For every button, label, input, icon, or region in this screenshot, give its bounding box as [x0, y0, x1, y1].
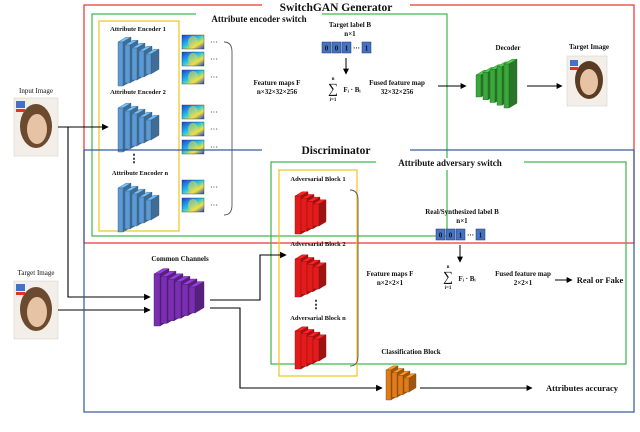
disc-sum-formula: n ∑ i=1 Fᵢ · Bᵢ: [443, 265, 476, 291]
common-channels-label: Common Channels: [151, 255, 209, 263]
generator-frame: [83, 4, 635, 244]
label-bit: 0: [325, 45, 329, 53]
label-bit: 1: [365, 45, 369, 53]
disc-label: Real/Synthesized label B: [425, 208, 499, 216]
input-flow-lines: [58, 123, 151, 314]
disc-feature-dims: n×2×2×1: [377, 279, 404, 287]
adversarial-label-2: Adversarial Block 2: [290, 241, 345, 248]
common-flow-lines: [210, 251, 383, 392]
attribute-heatmap: [181, 197, 205, 213]
encoder-stack-1: [117, 36, 160, 87]
attribute-heatmap: [181, 139, 205, 155]
heatmap-dots: ···: [210, 108, 218, 117]
adversary-switch-title: Attribute adversary switch: [398, 158, 501, 168]
adversarial-label-n: Adversarial Block n: [290, 315, 346, 322]
target-image-out: [566, 55, 608, 107]
encoder-label-n: Attribute Encoder n: [112, 170, 169, 177]
svg-text:i=1: i=1: [445, 286, 452, 291]
heatmap-dots: ···: [210, 143, 218, 152]
encoder-output-bracket: [223, 41, 233, 216]
label-bit: ···: [467, 232, 474, 240]
adversarial-stack-1: [294, 191, 327, 235]
target-image-in: [13, 280, 59, 340]
gen-feature-dims: n×32×32×256: [257, 88, 298, 96]
classification-label: Classification Block: [381, 348, 440, 356]
sigma-icon-2: ∑: [443, 270, 453, 285]
sigma-icon: ∑: [328, 82, 338, 97]
attribute-heatmap: [181, 104, 205, 120]
attribute-heatmap: [181, 69, 205, 85]
svg-text:n: n: [332, 77, 335, 82]
adversarial-stack-2: [294, 254, 327, 298]
adversarial-output-bracket: [349, 189, 359, 367]
encoder-stack-3: [117, 182, 160, 233]
heatmap-dots: ···: [210, 38, 218, 47]
target-image-in-label: Target Image: [18, 269, 55, 277]
label-bit: 0: [439, 232, 443, 240]
encoder-stack-2: [117, 102, 160, 153]
label-bit: 0: [449, 232, 453, 240]
svg-text:Fᵢ · Bᵢ: Fᵢ · Bᵢ: [458, 275, 476, 283]
label-bit: 1: [479, 232, 483, 240]
disc-fused-label: Fused feature map: [495, 270, 551, 278]
input-image-label: Input Image: [19, 87, 53, 95]
adversarial-label-1: Adversarial Block 1: [290, 176, 345, 183]
attribute-heatmap: [181, 121, 205, 137]
attribute-heatmap: [181, 34, 205, 50]
label-bit: ···: [353, 45, 360, 53]
target-image-out-label: Target Image: [569, 43, 609, 51]
gen-fused-label: Fused feature map: [369, 79, 425, 87]
svg-text:n: n: [447, 265, 450, 270]
disc-feature-maps: Feature maps F: [367, 270, 414, 278]
discriminator-title: Discriminator: [302, 145, 371, 157]
svg-text:i=1: i=1: [330, 98, 337, 103]
label-bit: 0: [335, 45, 339, 53]
generator-title: SwitchGAN Generator: [280, 2, 393, 14]
target-label-dims: n×1: [344, 30, 356, 38]
disc-label-dims: n×1: [456, 217, 468, 225]
input-image: [13, 97, 59, 157]
encoder-ellipsis: ⋮: [129, 153, 140, 165]
adversarial-group-box: [278, 169, 358, 377]
disc-fused-dims: 2×2×1: [514, 279, 533, 287]
attribute-heatmap: [181, 51, 205, 67]
encoder-group-box: [98, 20, 180, 232]
gen-sum-formula: n ∑ i=1 Fᵢ · Bᵢ: [328, 77, 361, 103]
gen-feature-maps: Feature maps F: [254, 79, 301, 87]
heatmap-dots: ···: [210, 73, 218, 82]
common-channels-layers: [153, 268, 205, 327]
attributes-accuracy-output: Attributes accuracy: [546, 383, 619, 393]
label-bit: 1: [345, 45, 349, 53]
classification-block: [385, 365, 417, 401]
real-or-fake-output: Real or Fake: [577, 275, 624, 285]
decoder-layers: [475, 58, 518, 109]
adversarial-stack-3: [294, 326, 327, 370]
encoder-label-2: Attribute Encoder 2: [110, 89, 166, 96]
svg-text:Fᵢ · Bᵢ: Fᵢ · Bᵢ: [343, 86, 361, 94]
label-bit: 1: [459, 232, 463, 240]
classification-layers: [385, 365, 417, 401]
decoder-label: Decoder: [496, 44, 521, 52]
gen-fused-dims: 32×32×256: [381, 88, 414, 96]
adversarial-ellipsis: ⋮: [311, 299, 322, 311]
heatmap-dots: ···: [210, 55, 218, 64]
encoder-switch-title: Attribute encoder switch: [211, 14, 306, 24]
encoder-label-1: Attribute Encoder 1: [110, 26, 166, 33]
heatmap-dots: ···: [210, 125, 218, 134]
target-label: Target label B: [329, 21, 371, 29]
heatmap-dots: ···: [210, 183, 218, 192]
decoder-block: [475, 58, 518, 109]
attribute-heatmap: [181, 179, 205, 195]
heatmap-dots: ···: [210, 201, 218, 210]
common-channels-block: [153, 268, 205, 327]
